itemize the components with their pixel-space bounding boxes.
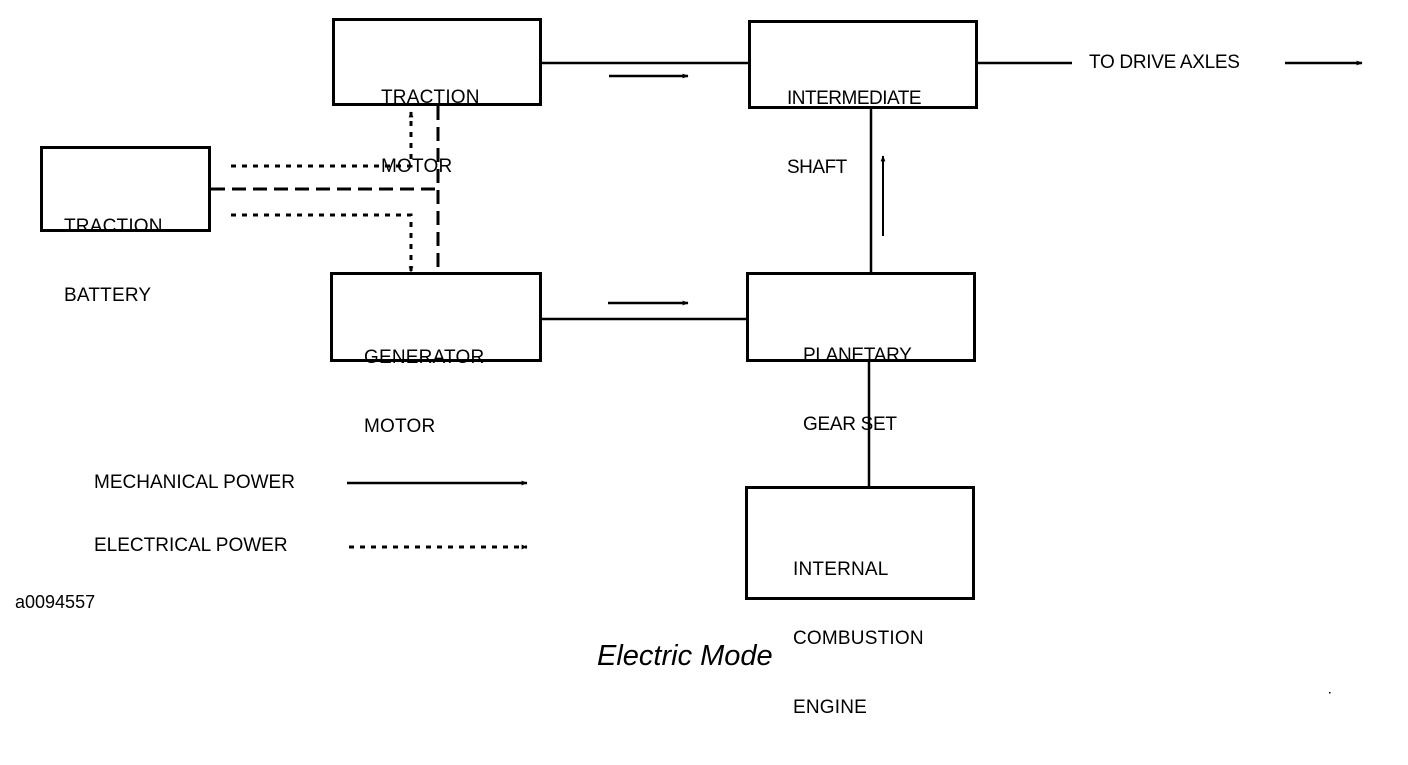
internal-combustion-engine-block: INTERNAL COMBUSTION ENGINE [745,486,975,718]
battery-to-traction-motor-dotted [231,111,414,168]
generator-motor-label-line1: GENERATOR [364,347,485,368]
planetary-gear-set-block: PLANETARY GEAR SET [746,272,976,435]
to-drive-axles-label: TO DRIVE AXLES [1089,52,1240,73]
planetary-gear-set-label: PLANETARY GEAR SET [803,298,912,482]
intermediate-shaft-label-line2: SHAFT [787,157,847,178]
traction-battery-label: TRACTION BATTERY [64,169,163,353]
figure-caption: Electric Mode [597,640,773,672]
traction-battery-label-line2: BATTERY [64,285,152,306]
internal-combustion-engine-label: INTERNAL COMBUSTION ENGINE [793,512,924,765]
generator-motor-label-line2: MOTOR [364,416,436,437]
traction-battery-label-line1: TRACTION [64,216,163,237]
engine-label-line3: ENGINE [793,697,868,718]
intermediate-shaft-block: INTERMEDIATE SHAFT [748,20,978,178]
battery-to-generator-dotted [231,213,414,273]
diagram-connections [211,60,1363,694]
planetary-gear-set-label-line1: PLANETARY [803,345,912,366]
traction-motor-label: TRACTION MOTOR [381,40,480,224]
scan-speck [1329,692,1331,694]
legend-electrical-label: ELECTRICAL POWER [94,535,288,556]
traction-battery-block: TRACTION BATTERY [40,146,211,306]
legend-mechanical-label: MECHANICAL POWER [94,472,295,493]
figure-id: a0094557 [15,592,96,612]
traction-motor-block: TRACTION MOTOR [332,18,542,177]
engine-label-line1: INTERNAL [793,559,889,580]
engine-label-line2: COMBUSTION [793,628,924,649]
planetary-gear-set-label-line2: GEAR SET [803,414,897,435]
traction-motor-label-line2: MOTOR [381,156,453,177]
generator-motor-label: GENERATOR MOTOR [364,300,484,484]
intermediate-shaft-label: INTERMEDIATE SHAFT [787,41,922,225]
traction-motor-label-line1: TRACTION [381,87,480,108]
intermediate-shaft-label-line1: INTERMEDIATE [787,88,922,109]
generator-motor-block: GENERATOR MOTOR [330,272,542,437]
